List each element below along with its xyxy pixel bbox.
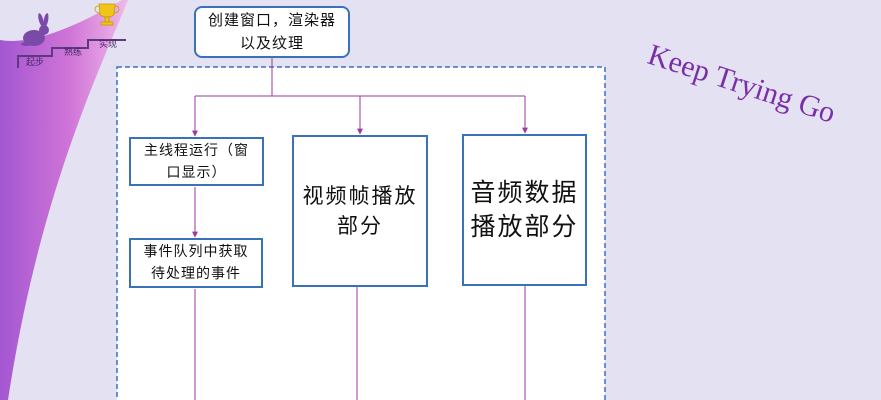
logo-step-skilled: 熟练 xyxy=(64,45,82,58)
left-swoosh xyxy=(0,0,128,400)
node-audio-playback-label: 音频数据 播放部分 xyxy=(470,176,578,244)
node-create-window: 创建窗口，渲染器 以及纹理 xyxy=(194,6,350,58)
node-main-thread-label: 主线程运行（窗 口显示） xyxy=(144,140,249,184)
node-main-thread: 主线程运行（窗 口显示） xyxy=(129,137,264,186)
node-event-queue-label: 事件队列中获取 待处理的事件 xyxy=(144,241,249,285)
logo-step-realize: 实现 xyxy=(99,37,117,50)
node-event-queue: 事件队列中获取 待处理的事件 xyxy=(129,238,263,288)
logo-step-start: 起步 xyxy=(26,55,44,68)
node-audio-playback: 音频数据 播放部分 xyxy=(462,134,587,286)
node-video-playback: 视频帧播放 部分 xyxy=(292,135,428,287)
node-create-window-label: 创建窗口，渲染器 以及纹理 xyxy=(208,9,336,55)
node-video-playback-label: 视频帧播放 部分 xyxy=(303,181,418,241)
